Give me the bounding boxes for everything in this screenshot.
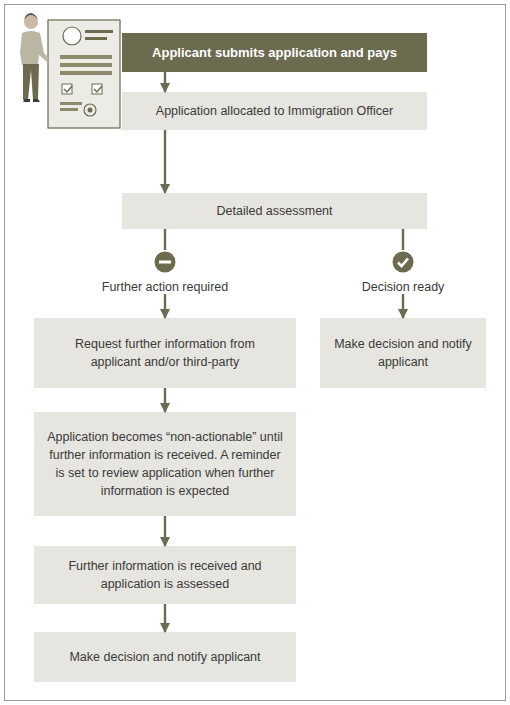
flow-connector [164,229,166,250]
document-checkbox [92,84,102,94]
process-box: Further information is received and appl… [34,546,296,604]
node-text: Make decision and notify applicant [333,335,473,371]
document-checkbox [62,84,72,94]
process-box: Request further information from applica… [34,318,296,388]
document-line [60,102,82,105]
document-stamp [88,108,93,113]
document-avatar [63,27,81,45]
document-line [85,30,113,33]
person-legs [23,64,39,100]
node-text: Make decision and notify applicant [69,648,260,666]
start-box: Applicant submits application and pays [122,33,427,72]
check-stroke [398,258,408,266]
node-text: Decision ready [362,280,445,294]
figure-frame [5,5,506,701]
flow-connector [164,604,166,632]
check-icon [392,251,414,273]
flow-connector [164,72,166,92]
person-body [20,31,50,65]
flow-connector [402,294,404,318]
process-box: Application becomes “non-actionable” unt… [34,412,296,516]
minus-icon [154,251,176,273]
node-text: Further information is received and appl… [65,557,265,593]
document-line [60,108,78,111]
node-text: Application allocated to Immigration Off… [156,102,393,120]
icon-circle [155,251,176,272]
node-text: Detailed assessment [216,202,332,220]
flow-connector [402,229,404,250]
document-stamp [84,104,96,116]
flow-connector [164,388,166,412]
document-line [60,63,112,67]
node-text: Application becomes “non-actionable” unt… [44,428,286,501]
check-mark [64,86,72,92]
process-box: Detailed assessment [122,193,427,229]
flow-connector [164,130,166,193]
person-hair [24,13,38,20]
applicant-illustration [20,13,120,128]
end-box: Make decision and notify applicant [320,318,486,388]
outcome-icon: Further action required [95,250,235,294]
outcome-icon: Decision ready [333,250,473,294]
document-line [60,71,112,75]
node-text: Applicant submits application and pays [152,45,397,60]
flow-connector [164,294,166,318]
flow-connector [164,516,166,546]
node-text: Request further information from applica… [65,335,265,371]
check-mark [94,86,102,92]
end-box: Make decision and notify applicant [34,632,296,682]
icon-circle [393,251,414,272]
minus-bar [159,260,171,263]
node-text: Further action required [102,280,228,294]
document-line [60,55,112,59]
document-sheet [48,20,120,128]
person-feet [23,99,40,102]
process-box: Application allocated to Immigration Off… [122,92,427,130]
document-line [85,37,107,40]
